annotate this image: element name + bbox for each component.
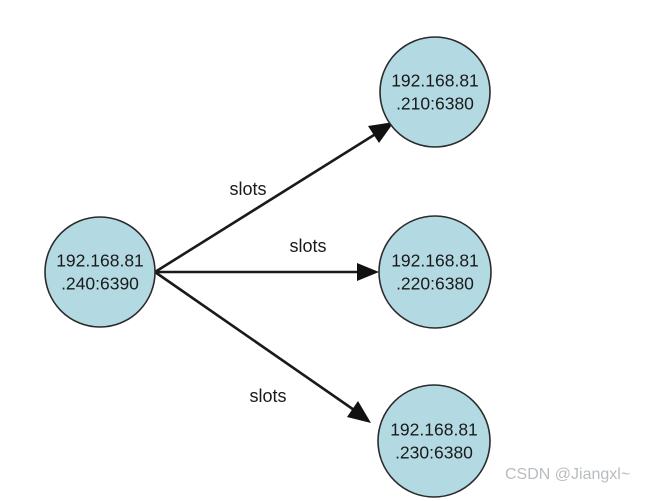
edge-to-230-line [154, 270, 358, 414]
node-source-240[interactable]: 192.168.81 .240:6390 [44, 216, 156, 328]
edge-to-210-arrowhead [368, 122, 394, 143]
node-target-230[interactable]: 192.168.81 .230:6380 [377, 384, 491, 498]
node-target-210-label-line2: .210:6380 [396, 94, 474, 114]
node-target-210-label-line1: 192.168.81 [391, 71, 479, 91]
node-source-240-label-line2: .240:6390 [61, 274, 139, 294]
edge-to-230[interactable] [154, 270, 371, 423]
node-target-230-label-line2: .230:6380 [395, 443, 473, 463]
edge-label-slots-230: slots [249, 386, 286, 406]
edge-label-group: slots slots slots [229, 179, 326, 406]
node-target-220[interactable]: 192.168.81 .220:6380 [378, 215, 492, 329]
edge-label-slots-210: slots [229, 179, 266, 199]
node-target-220-label-line1: 192.168.81 [391, 251, 479, 271]
edge-to-210[interactable] [154, 122, 394, 274]
node-source-240-label-line1: 192.168.81 [56, 251, 144, 271]
watermark: CSDN @Jiangxl~ [505, 466, 630, 483]
node-target-210[interactable]: 192.168.81 .210:6380 [379, 36, 491, 148]
node-target-230-circle [377, 384, 491, 498]
edge-to-220[interactable] [155, 263, 379, 281]
node-target-230-label-line1: 192.168.81 [390, 420, 478, 440]
edge-group [154, 122, 394, 423]
node-source-240-circle [44, 216, 156, 328]
node-target-220-circle [378, 215, 492, 329]
edge-to-220-arrowhead [357, 263, 379, 281]
edge-to-230-arrowhead [347, 401, 371, 423]
node-target-210-circle [379, 36, 491, 148]
edge-to-210-line [154, 128, 383, 274]
edge-label-slots-220: slots [289, 236, 326, 256]
node-target-220-label-line2: .220:6380 [396, 274, 474, 294]
node-group: 192.168.81 .240:6390 192.168.81 .210:638… [44, 36, 492, 498]
